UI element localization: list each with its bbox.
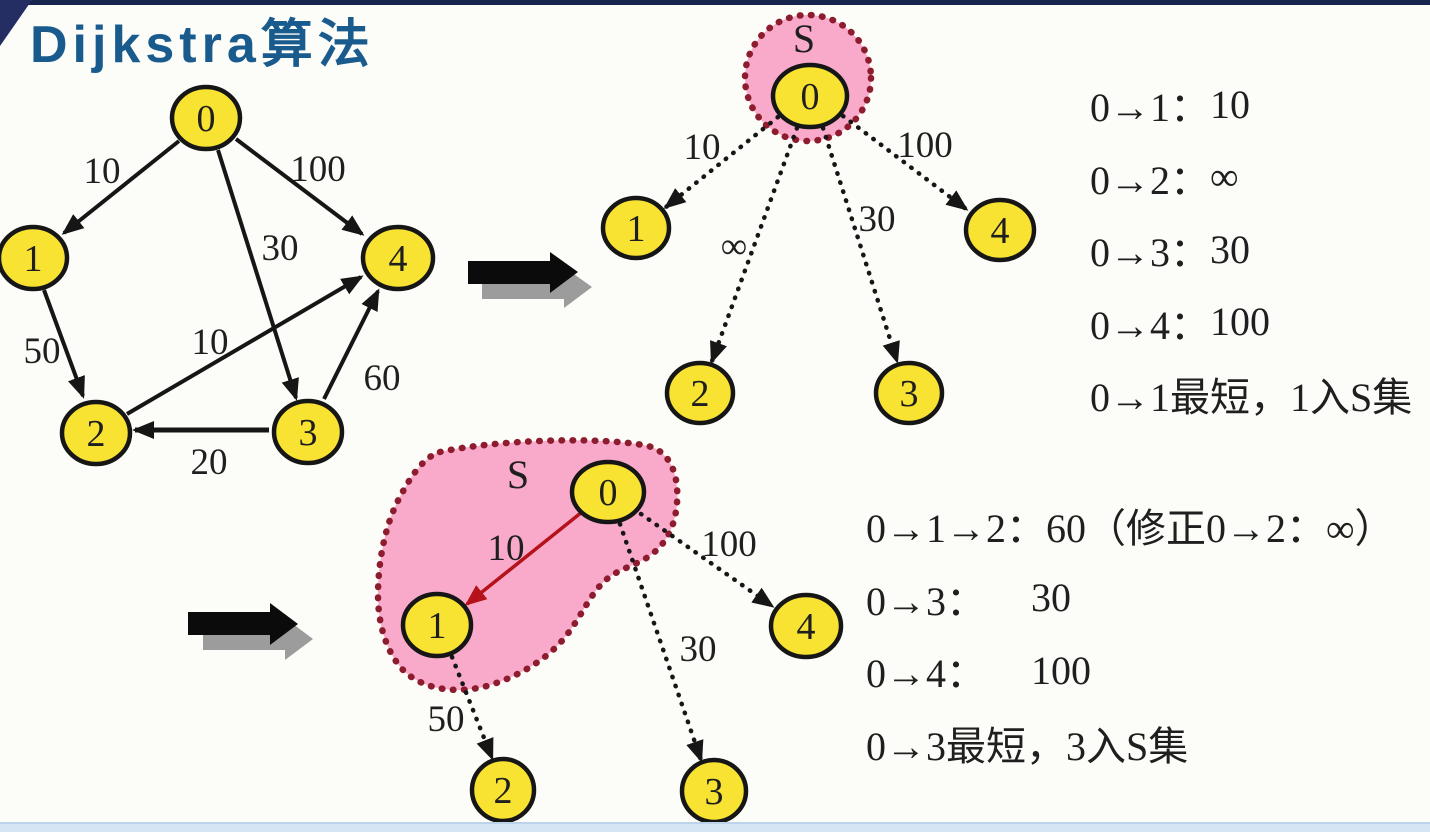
note-path: 0→1→2： xyxy=(866,506,1046,552)
edge-3-4 xyxy=(322,288,380,400)
note-value: 30 xyxy=(1031,575,1071,621)
edge-weight-3-4: 60 xyxy=(364,358,401,399)
edge-2-4 xyxy=(125,275,364,416)
note-row: 0→4： 100 xyxy=(1090,286,1412,359)
edge-weight-1-2: 50 xyxy=(24,331,61,372)
note-value: 100 xyxy=(1210,299,1270,345)
node-0 xyxy=(569,459,647,525)
edge-weight-0-4: 100 xyxy=(701,524,757,565)
edge-0-3-dotted xyxy=(617,521,704,763)
node-4 xyxy=(963,197,1037,263)
edge-weight-0-3: 30 xyxy=(680,629,717,670)
node-0-label: 0 xyxy=(801,76,820,118)
node-2-label: 2 xyxy=(691,373,710,415)
node-2 xyxy=(59,399,133,467)
node-0-label: 0 xyxy=(599,472,618,514)
node-2 xyxy=(469,756,537,824)
node-4-label: 4 xyxy=(797,606,816,648)
edge-0-3-dotted xyxy=(820,125,900,364)
node-0 xyxy=(169,84,243,152)
node-3-label: 3 xyxy=(705,771,724,813)
note-path: 0→4： xyxy=(1090,302,1210,348)
note-path: 0→3： xyxy=(866,578,986,624)
page-title: Dijkstra算法 xyxy=(30,16,375,74)
node-2 xyxy=(664,360,736,426)
edge-0-4 xyxy=(234,137,365,236)
bottom-blue-strip xyxy=(0,822,1430,832)
note-path: 0→1： xyxy=(1090,85,1210,131)
edge-0-4-dotted xyxy=(638,511,775,609)
node-3 xyxy=(873,360,945,426)
node-1-label: 1 xyxy=(627,208,646,250)
note-row: 0→1： 10 xyxy=(1090,68,1412,141)
note-row: 0→1→2： 60（修正0→2：∞） xyxy=(866,489,1395,562)
graph-step1: S 10 ∞ 30 100 0 1 2 3 4 xyxy=(600,11,1037,426)
top-navy-strip xyxy=(0,0,1430,5)
node-1 xyxy=(0,224,70,292)
note-value: 100 xyxy=(1031,647,1091,693)
note-row: 0→3： 30 xyxy=(866,562,1395,635)
edge-weight-0-3: 30 xyxy=(859,199,896,240)
edge-weight-0-1: 10 xyxy=(84,151,121,192)
note-row: 0→4： 100 xyxy=(866,634,1395,707)
edge-weight-0-1: 10 xyxy=(684,127,721,168)
note-summary: 0→1最短，1入S集 xyxy=(1090,358,1412,431)
note-value: 30 xyxy=(1210,226,1250,272)
note-value: 10 xyxy=(1210,81,1250,127)
note-path: 0→4： xyxy=(866,651,986,697)
edge-weight-1-2: 50 xyxy=(428,699,465,740)
node-2-label: 2 xyxy=(87,413,106,455)
edge-weight-3-2: 20 xyxy=(191,442,228,483)
edge-weight-0-3: 30 xyxy=(262,228,299,269)
graph-original: 10 30 100 50 10 20 60 0 1 2 3 4 xyxy=(0,84,436,483)
notes-step2: 0→1→2： 60（修正0→2：∞） 0→3： 30 0→4： 100 0→3最… xyxy=(866,489,1395,779)
node-3-label: 3 xyxy=(299,412,318,454)
node-4-label: 4 xyxy=(389,238,408,280)
set-s-label: S xyxy=(793,16,815,61)
node-0-label: 0 xyxy=(197,98,216,140)
note-summary-text: 0→1最短，1入S集 xyxy=(1090,375,1413,421)
edge-weight-0-2: ∞ xyxy=(721,226,747,267)
node-1 xyxy=(600,195,672,261)
edge-1-2-dotted xyxy=(449,654,495,761)
note-row: 0→2： ∞ xyxy=(1090,141,1412,214)
node-3-label: 3 xyxy=(900,373,919,415)
transition-arrow-2 xyxy=(188,603,313,660)
edge-1-2 xyxy=(42,289,85,399)
edge-weight-0-1: 10 xyxy=(488,528,525,569)
edge-0-1 xyxy=(61,139,181,235)
corner-triangle-decoration xyxy=(0,0,32,46)
note-summary: 0→3最短，3入S集 xyxy=(866,707,1395,780)
edge-0-4-dotted xyxy=(840,113,969,212)
node-1-label: 1 xyxy=(428,605,447,647)
note-value: ∞ xyxy=(1210,154,1239,200)
note-row: 0→3： 30 xyxy=(1090,213,1412,286)
right-arrow-icon xyxy=(188,603,298,645)
node-1 xyxy=(400,591,474,659)
graph-step2: S 10 30 100 50 0 1 2 3 4 xyxy=(374,437,844,825)
set-s-label: S xyxy=(507,452,529,497)
edge-weight-0-4: 100 xyxy=(290,149,346,190)
node-0 xyxy=(770,62,850,130)
edge-0-3 xyxy=(216,149,299,401)
note-value: 60（修正0→2：∞） xyxy=(1046,506,1395,552)
node-1-label: 1 xyxy=(24,238,43,280)
node-4 xyxy=(768,592,844,660)
node-2-label: 2 xyxy=(494,770,513,812)
node-3 xyxy=(271,398,345,466)
edge-weight-0-4: 100 xyxy=(897,125,953,166)
transition-arrow-1 xyxy=(468,252,592,308)
note-summary-text: 0→3最短，3入S集 xyxy=(866,723,1189,769)
edge-weight-2-4: 10 xyxy=(192,322,229,363)
node-4-label: 4 xyxy=(991,210,1010,252)
note-path: 0→3： xyxy=(1090,230,1210,276)
notes-step1: 0→1： 10 0→2： ∞ 0→3： 30 0→4： 100 0→1最短，1入… xyxy=(1090,68,1412,431)
right-arrow-icon xyxy=(468,252,578,293)
note-path: 0→2： xyxy=(1090,157,1210,203)
edge-0-1-chosen xyxy=(464,510,584,606)
edge-0-2-dotted xyxy=(709,125,800,364)
node-4 xyxy=(360,224,436,292)
